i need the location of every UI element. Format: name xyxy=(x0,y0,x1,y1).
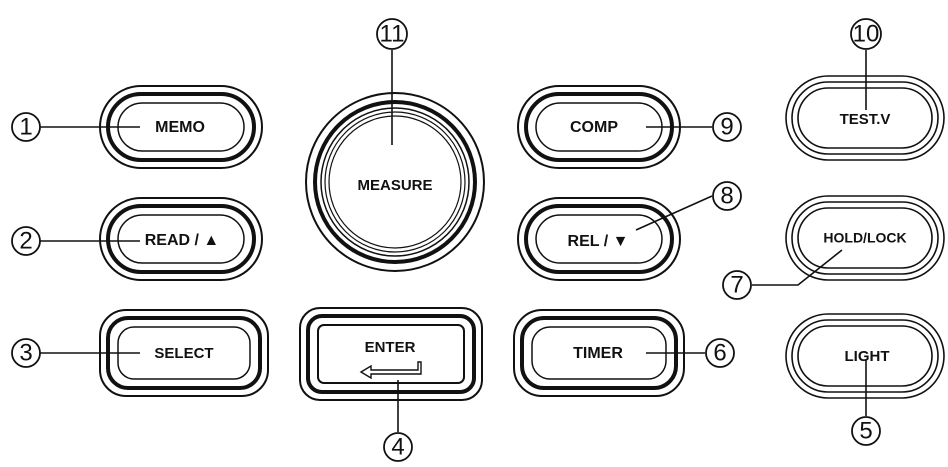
callout-7: 7 xyxy=(722,270,752,300)
light-button[interactable]: LIGHT xyxy=(785,313,945,399)
read-button[interactable]: READ / ▲ xyxy=(99,197,263,281)
callout-3-number: 3 xyxy=(19,339,32,366)
enter-arrow-icon xyxy=(359,361,422,380)
callout-2: 2 xyxy=(11,226,41,256)
enter-button[interactable]: ENTER xyxy=(299,307,483,401)
measure-button[interactable]: MEASURE xyxy=(305,92,485,272)
leader-8 xyxy=(635,195,713,231)
callout-3: 3 xyxy=(11,338,41,368)
callout-8-number: 8 xyxy=(720,182,733,209)
select-label: SELECT xyxy=(154,345,213,362)
read-label: READ / ▲ xyxy=(145,232,220,249)
testv-button[interactable]: TEST.V xyxy=(785,75,945,161)
testv-label: TEST.V xyxy=(840,111,891,128)
holdlock-label: HOLD/LOCK xyxy=(823,230,906,246)
measure-label: MEASURE xyxy=(357,177,432,194)
callout-4-number: 4 xyxy=(391,433,404,460)
callout-11-number: 11 xyxy=(380,20,405,47)
callout-5: 5 xyxy=(851,416,881,446)
holdlock-button[interactable]: HOLD/LOCK xyxy=(785,195,945,281)
callout-8: 8 xyxy=(712,181,742,211)
callout-1: 1 xyxy=(11,112,41,142)
callout-11: 11 xyxy=(376,18,408,50)
leader-7 xyxy=(752,249,843,286)
rel-label: REL / ▼ xyxy=(568,233,629,250)
callout-2-number: 2 xyxy=(19,227,32,254)
light-label: LIGHT xyxy=(845,348,890,365)
callout-10-number: 10 xyxy=(853,20,880,47)
leader-lines xyxy=(40,50,867,432)
timer-label: TIMER xyxy=(573,345,623,362)
comp-label: COMP xyxy=(570,119,618,136)
enter-label: ENTER xyxy=(365,339,416,356)
callout-5-number: 5 xyxy=(859,417,872,444)
callout-6: 6 xyxy=(705,338,735,368)
memo-label: MEMO xyxy=(155,119,205,136)
callout-1-number: 1 xyxy=(19,113,32,140)
memo-button[interactable]: MEMO xyxy=(99,85,263,169)
callout-6-number: 6 xyxy=(713,339,726,366)
callout-7-number: 7 xyxy=(730,271,743,298)
callout-10: 10 xyxy=(850,18,882,50)
rel-button[interactable]: REL / ▼ xyxy=(517,197,681,281)
callout-9: 9 xyxy=(712,112,742,142)
callout-4: 4 xyxy=(383,432,413,462)
callout-9-number: 9 xyxy=(720,113,733,140)
